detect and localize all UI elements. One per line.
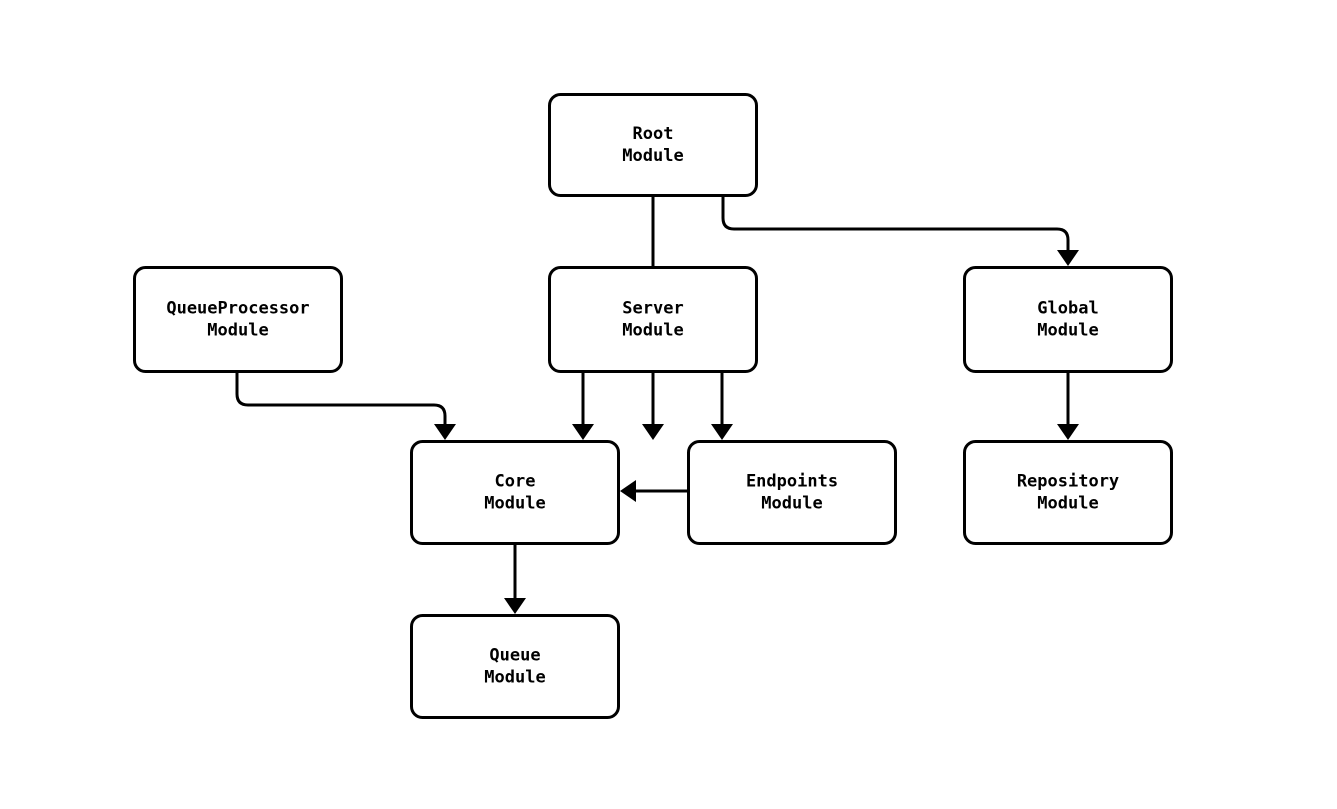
node-label-line2: Module — [484, 668, 545, 688]
edge-server-endpoints — [711, 373, 733, 440]
node-label-line1: Root — [633, 124, 674, 144]
edge-core-queue — [504, 545, 526, 614]
node-box[interactable] — [687, 440, 897, 545]
edge-line — [721, 197, 1070, 257]
node-box[interactable] — [963, 266, 1173, 373]
edge-arrowhead — [504, 598, 526, 614]
node-label-line1: Endpoints — [746, 472, 838, 492]
node-label-line1: QueueProcessor — [166, 299, 309, 319]
node-box[interactable] — [410, 614, 620, 719]
node-label-line2: Module — [622, 321, 683, 341]
edge-arrowhead — [1057, 250, 1079, 266]
edge-arrowhead — [620, 480, 636, 502]
node-label-line1: Global — [1037, 299, 1098, 319]
node-label-line2: Module — [207, 321, 268, 341]
edge-arrowhead — [711, 424, 733, 440]
edge-arrowhead — [434, 424, 456, 440]
edge-arrowhead — [572, 424, 594, 440]
node-box[interactable] — [963, 440, 1173, 545]
edge-arrowhead — [642, 424, 664, 440]
node-label-line2: Module — [484, 494, 545, 514]
edge-line — [235, 373, 447, 431]
edge-arrowhead — [1057, 424, 1079, 440]
node-label-line2: Module — [1037, 494, 1098, 514]
edge-endpoints-core — [620, 480, 687, 502]
node-box[interactable] — [548, 266, 758, 373]
edge-global-repository — [1057, 373, 1079, 440]
edges-layer — [235, 197, 1079, 614]
node-label-line1: Repository — [1017, 472, 1119, 492]
node-box[interactable] — [133, 266, 343, 373]
node-label-line1: Core — [495, 472, 536, 492]
node-label-line2: Module — [761, 494, 822, 514]
node-label-line1: Server — [622, 299, 683, 319]
node-box[interactable] — [410, 440, 620, 545]
node-label-line2: Module — [622, 146, 683, 166]
nodes-layer: RootModuleQueueProcessorModuleServerModu… — [133, 93, 1173, 719]
edge-server-core — [572, 373, 594, 440]
node-label-line1: Queue — [489, 646, 540, 666]
edge-root-global — [721, 197, 1079, 266]
node-box[interactable] — [548, 93, 758, 197]
edge-queueprocessor-core — [235, 373, 456, 440]
node-label-line2: Module — [1037, 321, 1098, 341]
